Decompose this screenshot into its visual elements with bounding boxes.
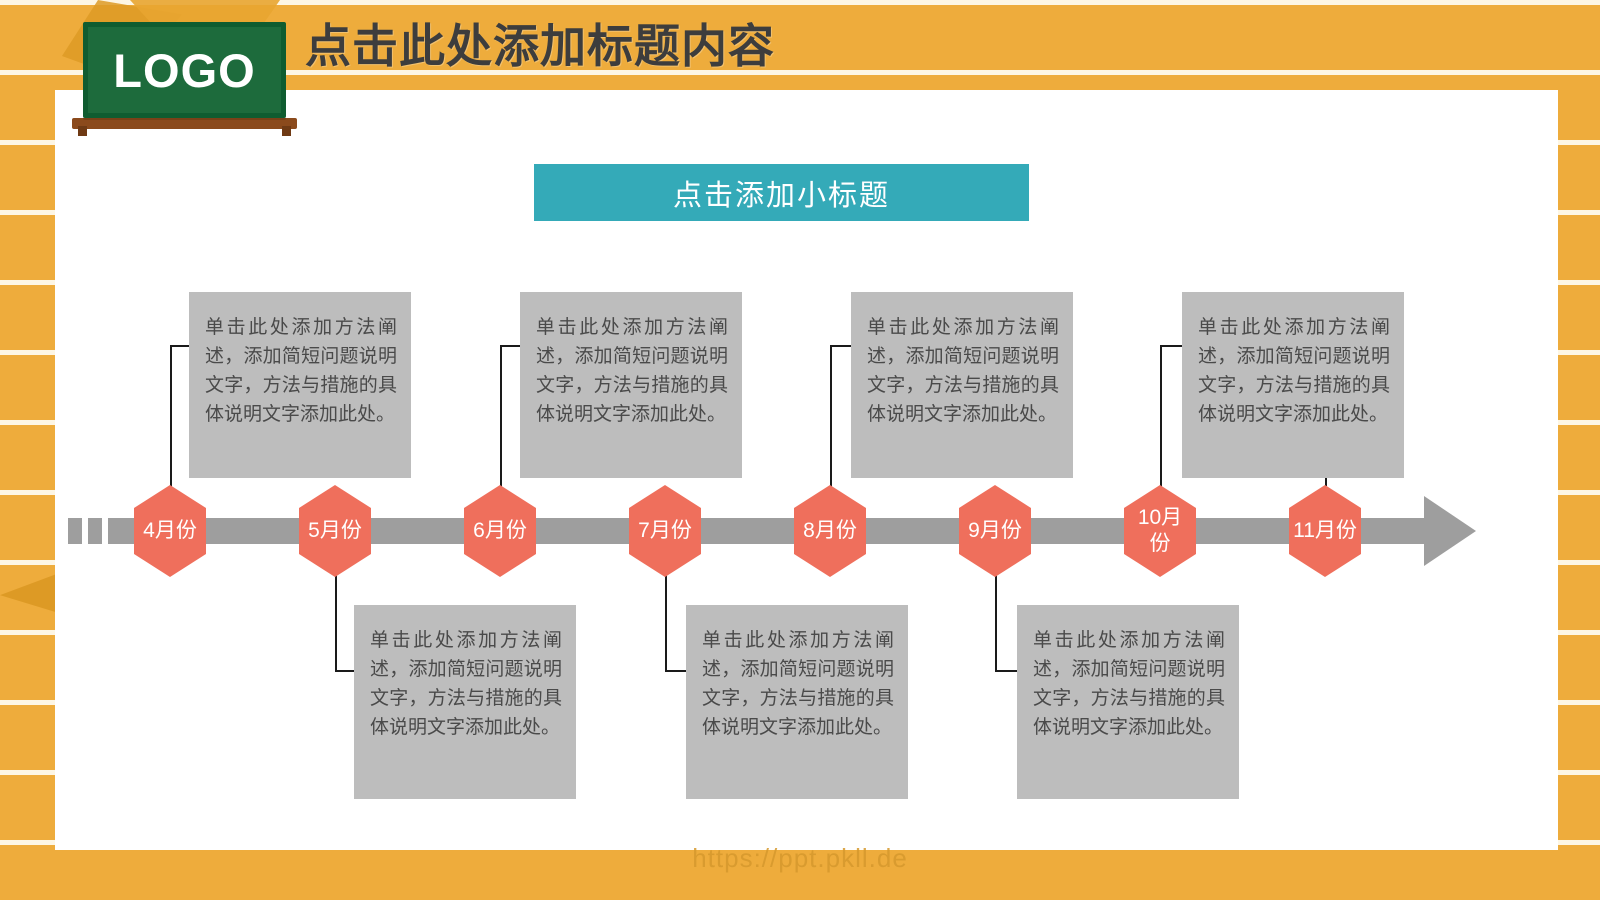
connector-vertical-top-4 — [1160, 345, 1162, 487]
info-box-bottom-1[interactable]: 单击此处添加方法阐述，添加简短问题说明文字，方法与措施的具体说明文字添加此处。 — [354, 605, 576, 799]
connector-horizontal-bottom-1 — [335, 670, 354, 672]
connector-horizontal-top-1 — [170, 345, 189, 347]
timeline-marker-8[interactable]: 11月份 — [1289, 485, 1361, 577]
timeline-marker-label: 6月份 — [473, 519, 527, 543]
connector-vertical-bottom-3 — [995, 572, 997, 672]
connector-horizontal-bottom-3 — [995, 670, 1017, 672]
connector-vertical-bottom-1 — [335, 572, 337, 672]
timeline-marker-label: 5月份 — [308, 519, 362, 543]
timeline-marker-label: 10月份 — [1137, 506, 1183, 555]
info-box-bottom-3[interactable]: 单击此处添加方法阐述，添加简短问题说明文字，方法与措施的具体说明文字添加此处。 — [1017, 605, 1239, 799]
info-box-top-1[interactable]: 单击此处添加方法阐述，添加简短问题说明文字，方法与措施的具体说明文字添加此处。 — [189, 292, 411, 478]
connector-horizontal-top-2 — [500, 345, 520, 347]
info-box-top-3[interactable]: 单击此处添加方法阐述，添加简短问题说明文字，方法与措施的具体说明文字添加此处。 — [851, 292, 1073, 478]
connector-horizontal-bottom-2 — [665, 670, 686, 672]
connector-horizontal-top-4 — [1160, 345, 1182, 347]
connector-vertical-bottom-2 — [665, 572, 667, 672]
info-box-top-4[interactable]: 单击此处添加方法阐述，添加简短问题说明文字，方法与措施的具体说明文字添加此处。 — [1182, 292, 1404, 478]
footer-watermark-url: https://ppt.pkll.de — [692, 843, 908, 873]
info-box-bottom-2[interactable]: 单击此处添加方法阐述，添加简短问题说明文字，方法与措施的具体说明文字添加此处。 — [686, 605, 908, 799]
connector-horizontal-top-3 — [830, 345, 851, 347]
info-box-top-2[interactable]: 单击此处添加方法阐述，添加简短问题说明文字，方法与措施的具体说明文字添加此处。 — [520, 292, 742, 478]
track-dash-right-2 — [1408, 518, 1422, 544]
subtitle-text: 点击添加小标题 — [672, 179, 890, 212]
subtitle-banner[interactable]: 点击添加小标题 — [534, 164, 1029, 221]
track-dash-right-1 — [1378, 518, 1400, 544]
track-dash-left-2 — [88, 518, 102, 544]
timeline-marker-label: 7月份 — [638, 519, 692, 543]
connector-stub-marker-8 — [1325, 478, 1327, 486]
timeline-marker-label: 11月份 — [1293, 519, 1357, 543]
timeline-marker-label: 4月份 — [143, 519, 197, 543]
track-dash-left-1 — [68, 518, 82, 544]
connector-vertical-top-3 — [830, 345, 832, 487]
timeline-marker-label: 9月份 — [968, 519, 1022, 543]
timeline-marker-label: 8月份 — [803, 519, 857, 543]
connector-vertical-top-1 — [170, 345, 172, 487]
connector-vertical-top-2 — [500, 345, 502, 487]
